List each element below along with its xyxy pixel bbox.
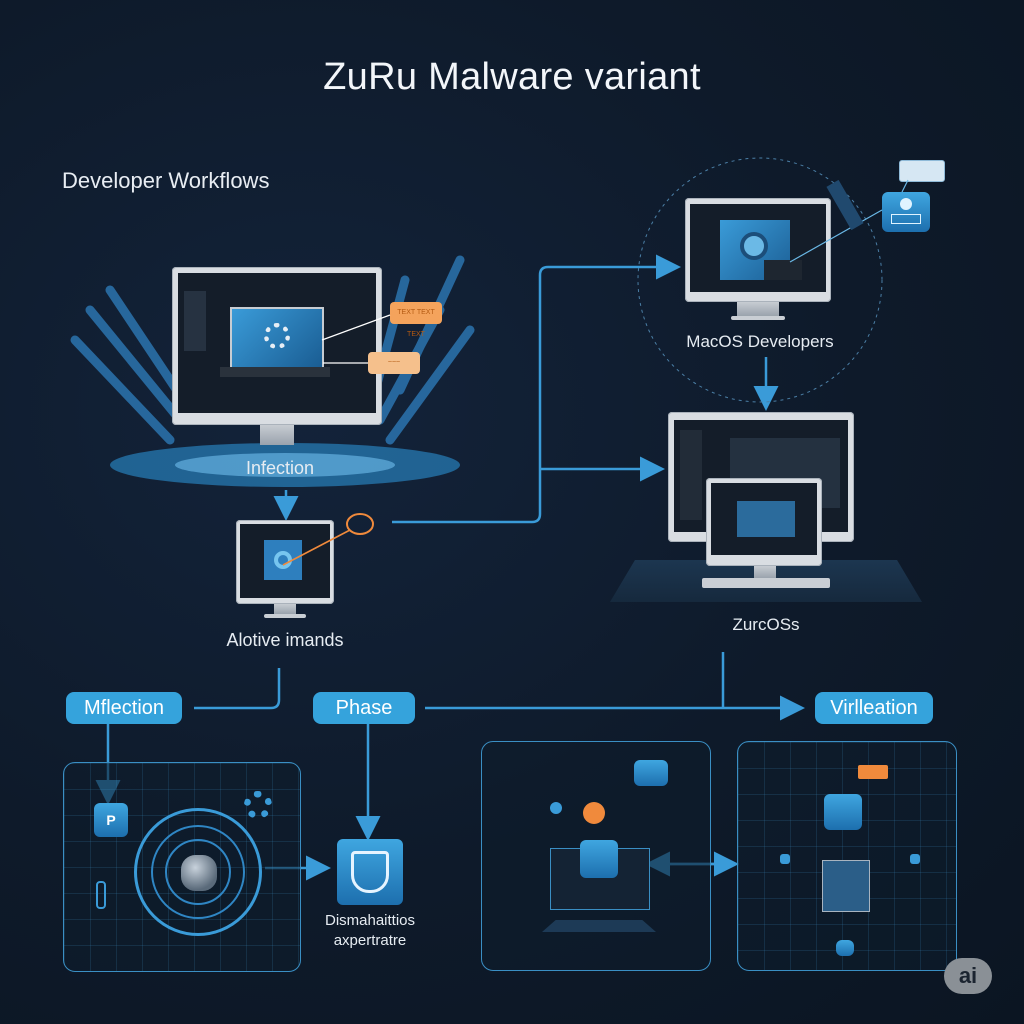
disk-icon [264,540,302,580]
infection-node[interactable]: TEXT TEXT TEXT ~~~ Infection [60,250,500,490]
hub-module-icon [824,794,862,830]
orange-label-icon [858,765,888,779]
pill-mflection[interactable]: Mflection [66,692,182,724]
node-right-icon [910,854,920,864]
ai-badge: ai [944,958,992,994]
target-device-icon [822,860,870,912]
infection-monitor [172,267,382,425]
crystal-core-icon [181,855,217,891]
core-panel[interactable]: P [63,762,301,972]
infection-label: Infection [245,458,315,478]
dismahaitios-label-line1: Dismahaittios [324,912,416,929]
orange-tag-1: TEXT TEXT TEXT [390,302,442,338]
shield-tile-icon[interactable] [337,839,403,905]
dismahaitios-label-line2: axpertratre [333,932,407,949]
zurcoss-front-monitor [706,478,822,566]
node-left-icon [780,854,790,864]
zurcoss-label: ZurcOSs [732,615,800,634]
propagation-panel[interactable] [737,741,957,971]
gear-icon [244,791,272,819]
module-badge-icon [580,840,618,878]
line-active-to-mflection [194,668,281,710]
macos-developers-label: MacOS Developers [686,332,834,351]
target-rings-icon [134,808,262,936]
macos-developers-node[interactable]: MacOS Developers [685,198,835,358]
zurcoss-node[interactable]: ZurcOSs [606,410,926,635]
macos-dashed-circle [637,157,883,403]
active-commands-label: Alotive imands [226,630,344,650]
arrow-up-icon [96,881,106,909]
orange-tag-2: ~~~ [368,352,420,374]
keyboard-icon [702,578,830,588]
config-tag-icon [899,160,945,182]
output-module-icon [836,940,854,956]
pill-virlleation[interactable]: Virlleation [815,692,933,724]
section-label: Developer Workflows [62,168,270,193]
orange-gear-icon [583,802,605,824]
app-tile-icon: P [94,803,128,837]
module-chip-icon [882,192,930,232]
page-title: ZuRu Malware variant [323,56,701,98]
pill-phase[interactable]: Phase [313,692,415,724]
sidebar-list-icon [184,291,206,351]
remote-module-icon [634,760,668,786]
small-blue-dot-icon [550,802,562,814]
arrow-active-to-macos [392,254,681,524]
laptop-gear-icon [230,307,324,369]
system-panel[interactable] [481,741,711,971]
active-commands-node[interactable]: Alotive imands [226,518,350,658]
